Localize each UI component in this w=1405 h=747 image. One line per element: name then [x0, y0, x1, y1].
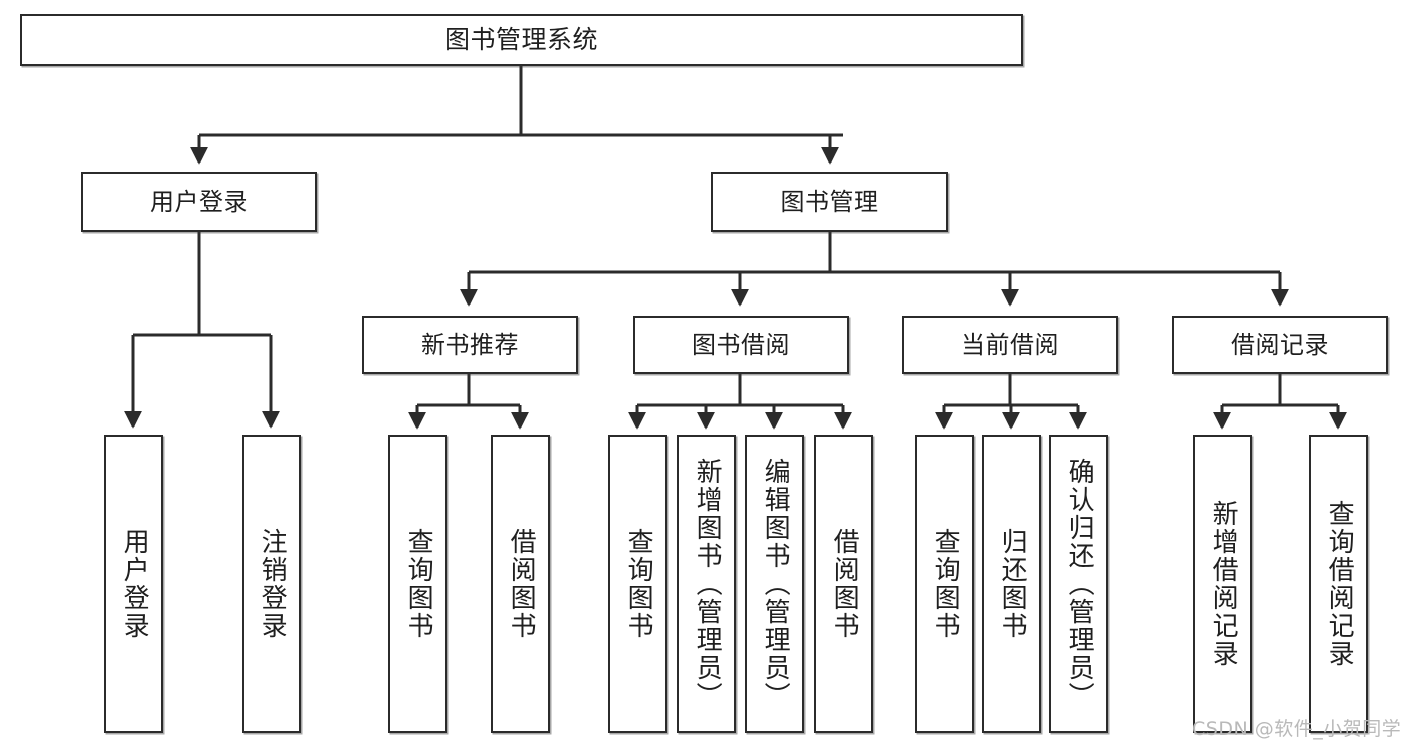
node-borrow-record[interactable]: 借阅记录: [1172, 316, 1388, 374]
node-label: 新书推荐: [421, 330, 519, 359]
node-current-borrow[interactable]: 当前借阅: [902, 316, 1118, 374]
node-label: 当前借阅: [961, 330, 1059, 359]
node-user-login[interactable]: 用户登录: [81, 172, 317, 232]
node-leaf-query-book-recommend[interactable]: 查询图书: [388, 435, 447, 733]
node-label: 查询图书: [403, 528, 434, 640]
node-leaf-query-book-current[interactable]: 查询图书: [915, 435, 974, 733]
node-label: 注销登录: [257, 528, 288, 640]
node-label: 用户登录: [119, 528, 150, 640]
node-leaf-add-borrow-record[interactable]: 新增借阅记录: [1193, 435, 1252, 733]
node-leaf-add-book-admin[interactable]: 新增图书（管理员）: [677, 435, 736, 733]
node-new-book-recommend[interactable]: 新书推荐: [362, 316, 578, 374]
node-label: 借阅记录: [1231, 330, 1329, 359]
node-label: 借阅图书: [829, 528, 860, 640]
node-label: 查询图书: [930, 528, 961, 640]
node-label: 图书管理: [780, 187, 879, 216]
node-leaf-user-login[interactable]: 用户登录: [104, 435, 163, 733]
node-label: 新增图书（管理员）: [692, 458, 723, 710]
node-label: 图书管理系统: [444, 25, 598, 55]
node-leaf-borrow-book[interactable]: 借阅图书: [814, 435, 873, 733]
node-label: 图书借阅: [692, 330, 790, 359]
node-leaf-user-logout[interactable]: 注销登录: [242, 435, 301, 733]
node-leaf-query-book-borrow[interactable]: 查询图书: [608, 435, 667, 733]
watermark-text: CSDN @软件_小贺同学: [1192, 718, 1402, 740]
node-leaf-borrow-book-recommend[interactable]: 借阅图书: [491, 435, 550, 733]
node-book-management[interactable]: 图书管理: [711, 172, 948, 232]
node-book-borrow[interactable]: 图书借阅: [633, 316, 849, 374]
node-leaf-query-borrow-record[interactable]: 查询借阅记录: [1309, 435, 1368, 733]
node-label: 用户登录: [150, 187, 248, 216]
node-leaf-edit-book-admin[interactable]: 编辑图书（管理员）: [745, 435, 804, 733]
node-label: 归还图书: [997, 528, 1028, 640]
node-label: 查询借阅记录: [1324, 500, 1355, 668]
node-label: 确认归还（管理员）: [1064, 458, 1095, 710]
node-root-system[interactable]: 图书管理系统: [20, 14, 1023, 66]
node-leaf-return-book[interactable]: 归还图书: [982, 435, 1041, 733]
node-label: 查询图书: [623, 528, 654, 640]
node-label: 借阅图书: [506, 528, 537, 640]
node-leaf-confirm-return-admin[interactable]: 确认归还（管理员）: [1049, 435, 1108, 733]
node-label: 新增借阅记录: [1208, 500, 1239, 668]
node-label: 编辑图书（管理员）: [760, 458, 791, 710]
